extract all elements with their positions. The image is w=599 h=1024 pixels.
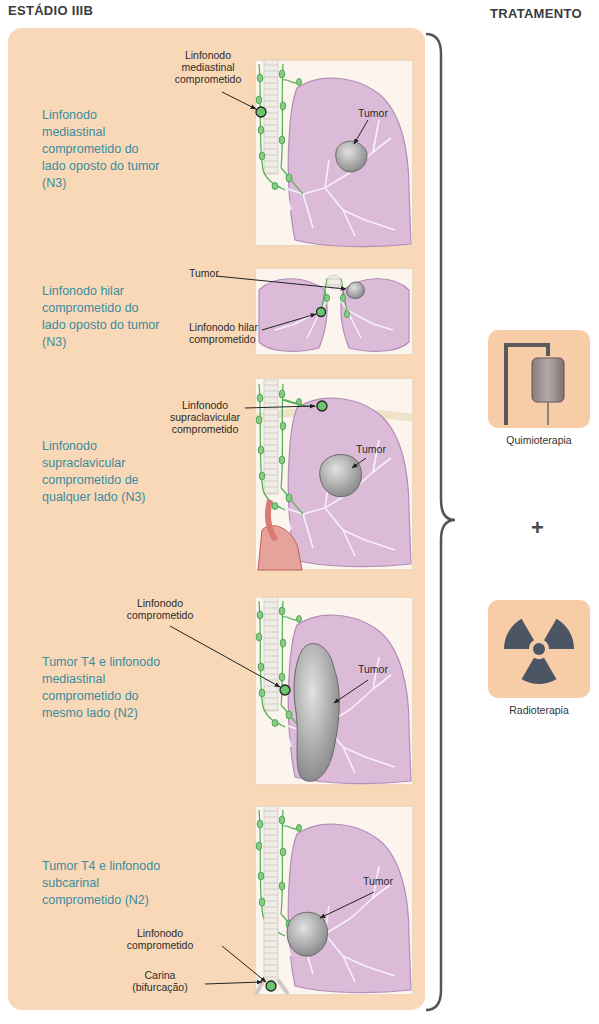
treatment-icon-box: Quimioterapia [488, 330, 590, 428]
illustration-frame: Linfonodo comprometidoTumor [255, 597, 413, 785]
callout-label: Carina (bifurcação) [119, 969, 201, 993]
treatment-label: Radioterapia [478, 704, 599, 716]
illustration-frame: TumorLinfonodo hilar comprometido [255, 268, 413, 355]
callout-label: Tumor [363, 875, 403, 887]
treatment-label: Quimioterapia [478, 434, 599, 446]
callout-label: Tumor [358, 107, 398, 119]
callout-label: Tumor [189, 267, 229, 279]
treatment-icon-box: Radioterapia [488, 600, 590, 698]
row-description: Linfonodo supraclavicular comprometido d… [42, 438, 164, 506]
illustration-frame: Linfonodo mediastinal comprometidoTumor [255, 60, 413, 246]
callout-label: Linfonodo comprometido [119, 927, 201, 951]
plus-sign: + [531, 515, 551, 541]
row-description: Linfonodo mediastinal comprometido do la… [42, 107, 160, 192]
grouping-brace [426, 34, 455, 1010]
stage-heading: ESTÁDIO IIIB [8, 3, 208, 18]
callout-label: Linfonodo comprometido [119, 597, 201, 621]
illustration-frame: Linfonodo supraclavicular comprometidoTu… [255, 378, 413, 570]
callout-label: Linfonodo hilar comprometido [189, 321, 271, 345]
illustration-frame: TumorLinfonodo comprometidoCarina (bifur… [255, 806, 413, 995]
column-heading: TRATAMENTO [490, 6, 595, 21]
callout-label: Tumor [356, 443, 396, 455]
callout-label: Linfonodo supraclavicular comprometido [160, 399, 250, 435]
callout-label: Tumor [358, 663, 398, 675]
callout-label: Linfonodo mediastinal comprometido [162, 49, 254, 85]
row-description: Tumor T4 e linfonodo subcarinal comprome… [42, 858, 168, 909]
row-description: Tumor T4 e linfonodo mediastinal comprom… [42, 654, 174, 722]
row-description: Linfonodo hilar comprometido do lado opo… [42, 283, 160, 351]
stage-panel: ESTÁDIO IIIBLinfonodo mediastinal compro… [8, 28, 425, 1010]
